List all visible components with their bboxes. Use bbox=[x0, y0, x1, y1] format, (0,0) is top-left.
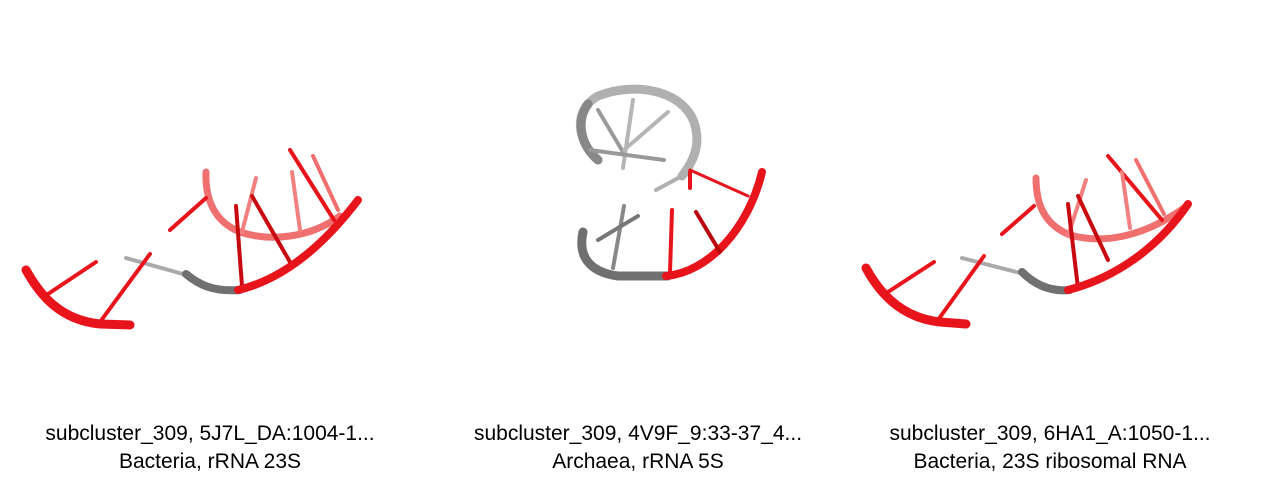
caption-line-2: Archaea, rRNA 5S bbox=[552, 450, 724, 473]
structure-panel-1: subcluster_309, 5J7L_DA:1004-1... Bacter… bbox=[0, 0, 420, 480]
structure-caption-3: subcluster_309, 6HA1_A:1050-1... Bacteri… bbox=[840, 420, 1260, 476]
rna-structure-image-3 bbox=[861, 154, 1192, 329]
structure-panel-2: subcluster_309, 4V9F_9:33-37_4... Archae… bbox=[428, 0, 848, 480]
caption-line-2: Bacteria, 23S ribosomal RNA bbox=[913, 450, 1187, 473]
structure-caption-1: subcluster_309, 5J7L_DA:1004-1... Bacter… bbox=[0, 420, 420, 476]
caption-line-2: Bacteria, rRNA 23S bbox=[118, 450, 302, 473]
structure-panel-3: subcluster_309, 6HA1_A:1050-1... Bacteri… bbox=[840, 0, 1260, 480]
rna-structure-image-1 bbox=[21, 148, 362, 330]
caption-line-1: subcluster_309, 4V9F_9:33-37_4... bbox=[473, 422, 803, 445]
caption-line-1: subcluster_309, 6HA1_A:1050-1... bbox=[889, 422, 1211, 445]
structure-caption-2: subcluster_309, 4V9F_9:33-37_4... Archae… bbox=[428, 420, 848, 476]
caption-line-1: subcluster_309, 5J7L_DA:1004-1... bbox=[45, 422, 375, 445]
rna-structure-image-2 bbox=[575, 84, 766, 281]
